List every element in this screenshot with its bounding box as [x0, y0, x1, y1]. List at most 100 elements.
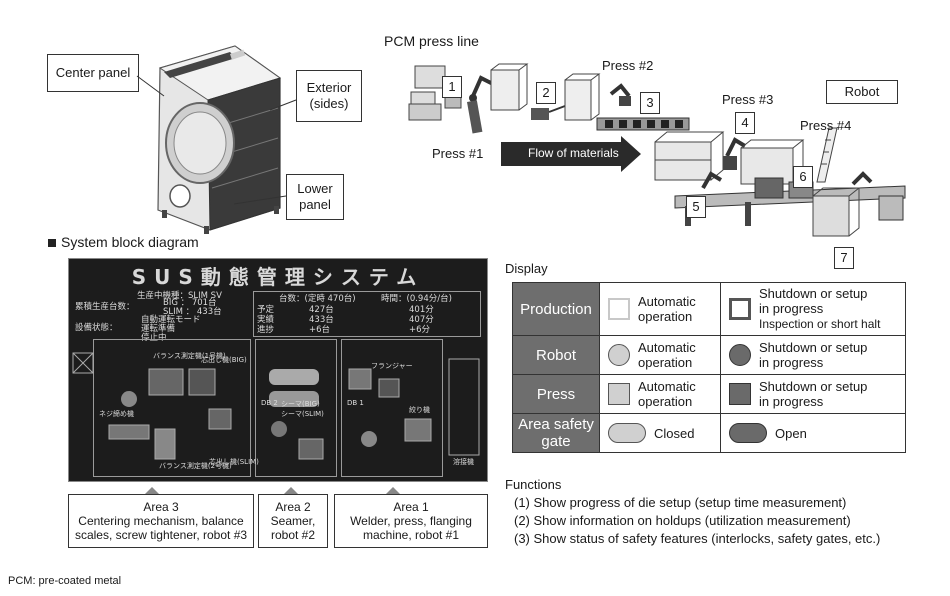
dashboard-status-1: 自動運転モード	[141, 315, 201, 325]
dashboard-row-2-time: 407分	[409, 315, 434, 325]
dashboard-big: BIG ： 701台	[163, 298, 217, 308]
area-1-label: Area 1 Welder, press, flanging machine, …	[334, 494, 488, 548]
light-circle-icon	[608, 344, 630, 366]
legend-production-auto-line-2: operation	[638, 309, 693, 324]
legend-gate-closed: Closed	[599, 413, 721, 453]
center-panel-label: Center panel	[47, 54, 139, 92]
station-6: 6	[793, 166, 813, 188]
machine-screw: ネジ締め機	[99, 410, 134, 418]
machine-db1: DB 1	[347, 399, 364, 407]
function-item-3: (3) Show status of safety features (inte…	[514, 531, 881, 546]
dashboard-cumulative: 累積生産台数：	[75, 302, 135, 312]
legend-head-gate: Area safety gate	[512, 413, 600, 453]
exterior-label: Exterior (sides)	[296, 70, 362, 122]
legend-production-shutdown-line-2: in progress	[759, 301, 824, 316]
function-item-1: (1) Show progress of die setup (setup ti…	[514, 495, 847, 510]
exterior-text: Exterior (sides)	[306, 80, 352, 111]
dark-square-icon	[729, 383, 751, 405]
dashboard-area-2	[255, 339, 337, 477]
station-2: 2	[536, 82, 556, 104]
station-3: 3	[640, 92, 660, 114]
legend-robot-auto-line-1: Automatic	[638, 340, 696, 355]
machine-welder: 溶接機	[453, 458, 474, 466]
legend-press-auto-line-2: operation	[638, 394, 693, 409]
press4-label: Press #4	[800, 118, 852, 133]
robot-label: Robot	[826, 80, 898, 104]
press-line-title: PCM press line	[384, 33, 479, 49]
washing-machine-illustration	[157, 45, 282, 234]
area-2-label: Area 2 Seamer, robot #2	[258, 494, 328, 548]
lower-panel-label: Lower panel	[286, 174, 344, 220]
dashboard-row-2-units: 433台	[309, 315, 334, 325]
machine-balance-2: バランス測定機(2号機)	[159, 462, 232, 470]
legend-press-auto-line-1: Automatic	[638, 379, 696, 394]
legend-robot-shutdown-line-2: in progress	[759, 355, 824, 370]
legend-press-shutdown-line-1: Shutdown or setup	[759, 379, 868, 394]
area-2-line-2: robot #2	[270, 528, 316, 542]
dashboard-row-1-units: 427台	[309, 305, 334, 315]
dashboard-model: 生産中機種：SLIM SV	[137, 291, 222, 301]
dashboard-status-3: 停止中	[141, 333, 167, 343]
dashboard-row-3-units: +6台	[309, 325, 331, 335]
area-1-title: Area 1	[393, 500, 429, 514]
dashboard-row-2-label: 実績	[257, 315, 275, 325]
press-line-illustration	[408, 63, 906, 237]
light-capsule-icon	[608, 423, 646, 443]
legend-head-robot: Robot	[512, 335, 600, 375]
dashboard-slim: SLIM ： 433台	[163, 307, 222, 317]
legend-robot-shutdown-line-1: Shutdown or setup	[759, 340, 868, 355]
machine-centering-slim: 芯出し機(SLIM)	[209, 458, 259, 466]
dashboard-row-1-time: 401分	[409, 305, 434, 315]
dashboard-machine-graphics	[72, 352, 480, 460]
light-square-outline-icon	[608, 298, 630, 320]
dark-square-outline-icon	[729, 298, 751, 320]
block-diagram-text: System block diagram	[61, 234, 199, 250]
flow-label: Flow of materials	[528, 146, 619, 160]
dashboard-area-3	[93, 339, 251, 477]
area-3-label: Area 3 Centering mechanism, balance scal…	[68, 494, 254, 548]
legend-head-production: Production	[512, 282, 600, 336]
dashboard-header-units: 台数：(定時 470台)	[279, 294, 356, 304]
block-diagram-title: System block diagram	[48, 234, 199, 250]
light-square-icon	[608, 383, 630, 405]
machine-seamer-slim: シーマ(SLIM)	[281, 410, 324, 418]
machine-seamer-big: シーマ(BIG)	[281, 400, 320, 408]
area-3-title: Area 3	[143, 500, 179, 514]
legend-head-press: Press	[512, 374, 600, 414]
area-2-title: Area 2	[275, 500, 311, 514]
area-1-line-2: machine, robot #1	[362, 528, 460, 542]
dashboard-row-3-time: +6分	[409, 325, 431, 335]
press2-label: Press #2	[602, 58, 654, 73]
legend-head-gate-text: Area safety gate	[518, 416, 594, 450]
legend-gate-open: Open	[720, 413, 906, 453]
dashboard-row-1-label: 予定	[257, 305, 275, 315]
legend-production-shutdown-line-3: Inspection or short halt	[759, 317, 881, 331]
legend-gate-open-text: Open	[775, 425, 807, 441]
area-2-line-1: Seamer,	[270, 514, 316, 528]
machine-db2: DB 2	[261, 399, 278, 407]
dashboard-title: SUS動態管理システム	[131, 265, 425, 289]
display-title: Display	[505, 261, 548, 276]
square-bullet-icon	[48, 239, 56, 247]
dashboard-screen: SUS動態管理システム 生産中機種：SLIM SV 累積生産台数： BIG ： …	[68, 258, 488, 482]
legend-production-auto-line-1: Automatic	[638, 294, 696, 309]
legend-gate-closed-text: Closed	[654, 425, 695, 441]
press1-label: Press #1	[432, 146, 484, 161]
machine-balance-1: バランス測定機(1号機)	[153, 352, 226, 360]
press3-label: Press #3	[722, 92, 774, 107]
legend-production-shutdown-line-1: Shutdown or setup	[759, 286, 868, 301]
